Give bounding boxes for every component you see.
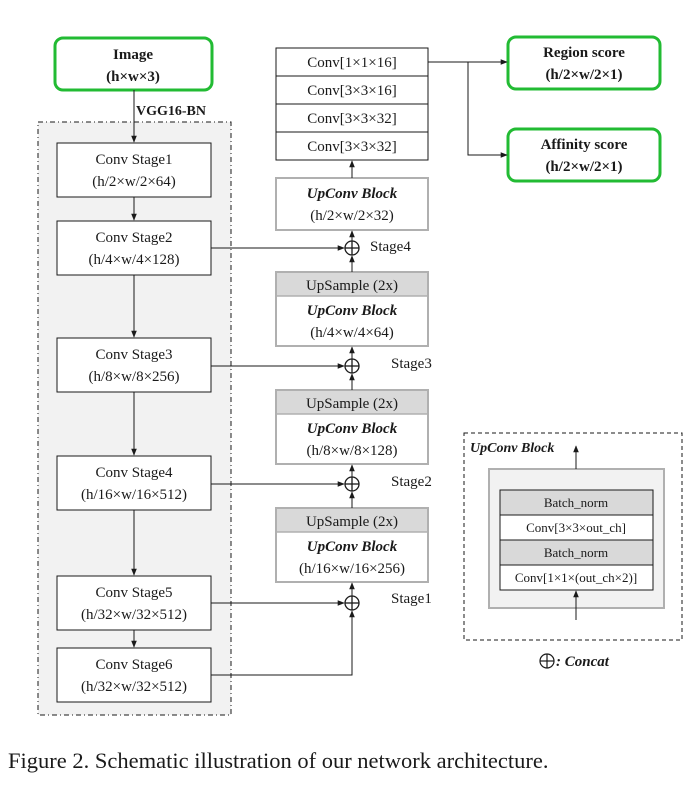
conv-stage-6: Conv Stage6 (h/32×w/32×512) — [56, 647, 212, 703]
concat-icon-stage2 — [344, 476, 360, 492]
conv-stage-label: Conv Stage6 — [95, 657, 173, 673]
head-conv-3: Conv[3×3×32] — [307, 111, 396, 127]
concat-icon-stage3 — [344, 358, 360, 374]
upconv-legend: UpConv Block Batch_norm Conv[3×3×out_ch]… — [463, 432, 683, 641]
upconv-name: UpConv Block — [307, 539, 398, 555]
conv-stage-3: Conv Stage3 (h/8×w/8×256) — [56, 337, 212, 393]
concat-legend-icon — [539, 653, 555, 669]
affinity-score-box: Affinity score (h/2×w/2×1) — [506, 127, 662, 183]
concat-icon-stage4 — [344, 240, 360, 256]
input-image-box: Image (h×w×3) — [53, 36, 214, 92]
legend-row-2: Conv[3×3×out_ch] — [526, 520, 626, 535]
figure-caption: Figure 2. Schematic illustration of our … — [8, 748, 549, 773]
upconv-shape: (h/2×w/2×32) — [310, 208, 394, 224]
stage-label-3: Stage3 — [391, 356, 432, 372]
conv-stage-label: Conv Stage2 — [95, 230, 172, 246]
conv-stage-2: Conv Stage2 (h/4×w/4×128) — [56, 220, 212, 276]
conv-stage-label: Conv Stage3 — [95, 347, 172, 363]
upconv-block-2: UpSample (2x) UpConv Block (h/8×w/8×128) — [275, 389, 429, 465]
upconv-shape: (h/4×w/4×64) — [310, 325, 394, 341]
conv-stage-shape: (h/2×w/2×64) — [92, 174, 176, 190]
concat-legend: : Concat — [539, 653, 610, 670]
conv-stage-shape: (h/8×w/8×256) — [88, 369, 179, 385]
stage-label-2: Stage2 — [391, 474, 432, 490]
legend-row-3: Batch_norm — [544, 545, 608, 560]
head-conv-stack: Conv[1×1×16] Conv[3×3×16] Conv[3×3×32] C… — [275, 47, 429, 161]
upconv-name: UpConv Block — [307, 186, 398, 202]
region-score-title: Region score — [543, 45, 625, 61]
upsample-label: UpSample (2x) — [306, 396, 398, 412]
upsample-label: UpSample (2x) — [306, 514, 398, 530]
upsample-label: UpSample (2x) — [306, 278, 398, 294]
concat-legend-label: : Concat — [556, 654, 610, 670]
conv-stage-5: Conv Stage5 (h/32×w/32×512) — [56, 575, 212, 631]
upconv-block-1: UpSample (2x) UpConv Block (h/16×w/16×25… — [275, 507, 429, 583]
conv-stage-shape: (h/32×w/32×512) — [81, 679, 187, 695]
conv-stage-shape: (h/32×w/32×512) — [81, 607, 187, 623]
stage-label-4: Stage4 — [370, 239, 411, 255]
affinity-score-shape: (h/2×w/2×1) — [545, 159, 622, 175]
conv-stage-4: Conv Stage4 (h/16×w/16×512) — [56, 455, 212, 511]
conv-stage-shape: (h/4×w/4×128) — [88, 252, 179, 268]
upconv-name: UpConv Block — [307, 303, 398, 319]
head-conv-1: Conv[1×1×16] — [307, 55, 396, 71]
concat-operators — [344, 240, 360, 611]
concat-icon-stage1 — [344, 595, 360, 611]
conv-stage-shape: (h/16×w/16×512) — [81, 487, 187, 503]
head-conv-2: Conv[3×3×16] — [307, 83, 396, 99]
upconv-name: UpConv Block — [307, 421, 398, 437]
output-arrows — [428, 59, 508, 158]
upconv-block-4: UpConv Block (h/2×w/2×32) — [275, 177, 429, 231]
legend-title: UpConv Block — [470, 441, 554, 456]
input-shape: (h×w×3) — [106, 69, 160, 85]
region-score-box: Region score (h/2×w/2×1) — [506, 35, 662, 91]
conv-stage-label: Conv Stage5 — [95, 585, 172, 601]
upconv-block-3: UpSample (2x) UpConv Block (h/4×w/4×64) — [275, 271, 429, 347]
conv-stage-label: Conv Stage1 — [95, 152, 172, 168]
legend-row-1: Batch_norm — [544, 495, 608, 510]
stage-label-1: Stage1 — [391, 591, 432, 607]
backbone-label: VGG16-BN — [136, 104, 206, 119]
affinity-score-title: Affinity score — [541, 137, 628, 153]
conv-stage-label: Conv Stage4 — [95, 465, 173, 481]
legend-row-4: Conv[1×1×(out_ch×2)] — [515, 570, 637, 585]
head-conv-4: Conv[3×3×32] — [307, 139, 396, 155]
region-score-shape: (h/2×w/2×1) — [545, 67, 622, 83]
upconv-shape: (h/16×w/16×256) — [299, 561, 405, 577]
decoder-arrows — [211, 160, 355, 676]
input-title: Image — [113, 47, 153, 63]
upconv-shape: (h/8×w/8×128) — [306, 443, 397, 459]
conv-stage-1: Conv Stage1 (h/2×w/2×64) — [56, 142, 212, 198]
